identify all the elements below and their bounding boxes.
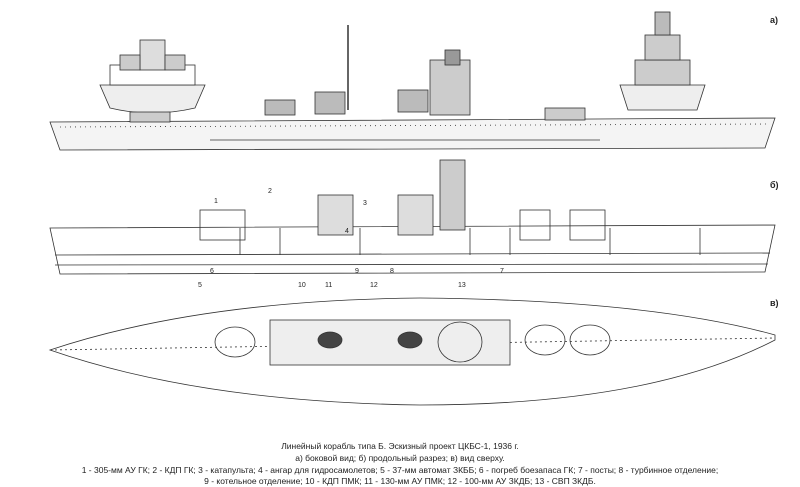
top-view <box>48 297 776 406</box>
caption-subtitle: а) боковой вид; б) продольный разрез; в)… <box>295 453 505 463</box>
callout: 5 <box>198 282 202 289</box>
callout: 9 <box>355 268 359 275</box>
side-view <box>49 25 776 151</box>
section-view <box>49 159 776 275</box>
front-view-right <box>619 11 706 111</box>
callout: 11 <box>325 282 333 289</box>
caption-legend-line1: 1 - 305-мм АУ ГК; 2 - КДП ГК; 3 - катапу… <box>81 465 719 475</box>
view-label-b: б) <box>770 180 779 190</box>
callout: 8 <box>390 268 394 275</box>
view-label-a: а) <box>770 15 779 25</box>
callout: 3 <box>363 200 367 207</box>
view-label-c: в) <box>770 298 779 308</box>
callout: 1 <box>214 198 218 205</box>
callout: 13 <box>458 282 466 289</box>
caption-legend-line2: 9 - котельное отделение; 10 - КДП ПМК; 1… <box>204 476 596 486</box>
callout: 12 <box>370 282 378 289</box>
caption-title: Линейный корабль типа Б. Эскизный проект… <box>281 441 519 451</box>
callout: 6 <box>210 268 214 275</box>
front-view-left <box>99 39 206 114</box>
callout: 10 <box>298 282 306 289</box>
callout: 7 <box>500 268 504 275</box>
callout: 4 <box>345 228 349 235</box>
callout: 2 <box>268 188 272 195</box>
